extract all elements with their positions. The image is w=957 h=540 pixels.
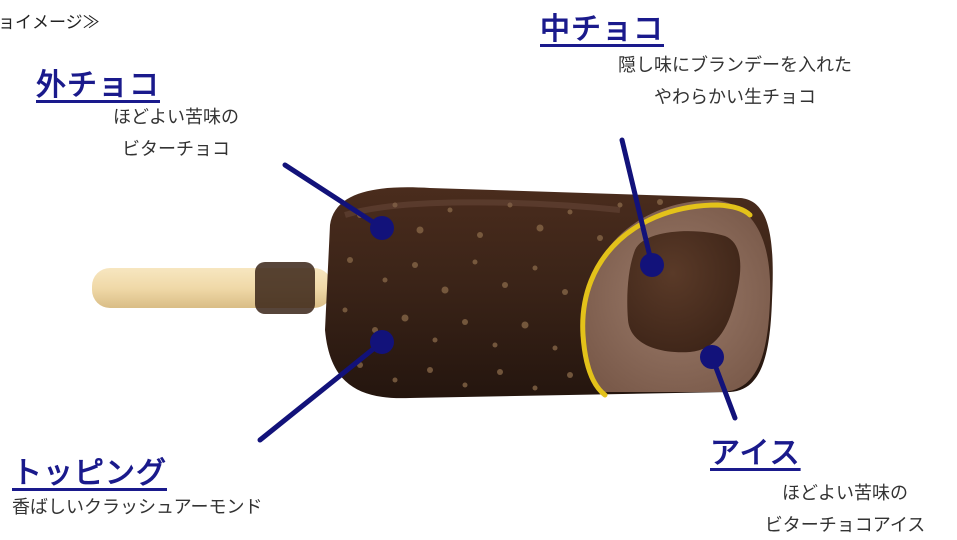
desc-outer-chocolate: ほどよい苦味の ビターチョコ <box>76 102 276 166</box>
image-caption: ョイメージ≫ <box>0 13 100 33</box>
label-outer-chocolate: 外チョコ <box>36 68 160 103</box>
almond-topping-texture <box>342 199 703 391</box>
desc-ice: ほどよい苦味の ビターチョコアイス <box>745 478 945 540</box>
desc-ice-line-1: ほどよい苦味の <box>782 483 908 504</box>
label-ice: アイス <box>710 436 801 471</box>
desc-outer-line-1: ほどよい苦味の <box>113 107 239 128</box>
desc-topping: 香ばしいクラッシュアーモンド <box>12 492 263 524</box>
desc-center-line-1: 隠し味にブランデーを入れた <box>618 55 852 76</box>
desc-topping-line-1: 香ばしいクラッシュアーモンド <box>12 497 263 518</box>
wooden-stick <box>92 262 332 314</box>
desc-ice-line-2: ビターチョコアイス <box>764 515 926 536</box>
cross-section-ring <box>580 202 753 338</box>
pointer-topping <box>257 330 394 443</box>
pointer-ice <box>700 345 738 421</box>
label-topping: トッピング <box>12 456 167 491</box>
desc-outer-line-2: ビターチョコ <box>122 139 230 160</box>
pointer-outer-chocolate <box>282 162 394 240</box>
desc-center-chocolate: 隠し味にブランデーを入れた やわらかい生チョコ <box>565 50 905 114</box>
desc-center-line-2: やわらかい生チョコ <box>654 87 816 108</box>
pointer-center-chocolate <box>619 137 664 277</box>
label-center-chocolate: 中チョコ <box>540 12 664 47</box>
